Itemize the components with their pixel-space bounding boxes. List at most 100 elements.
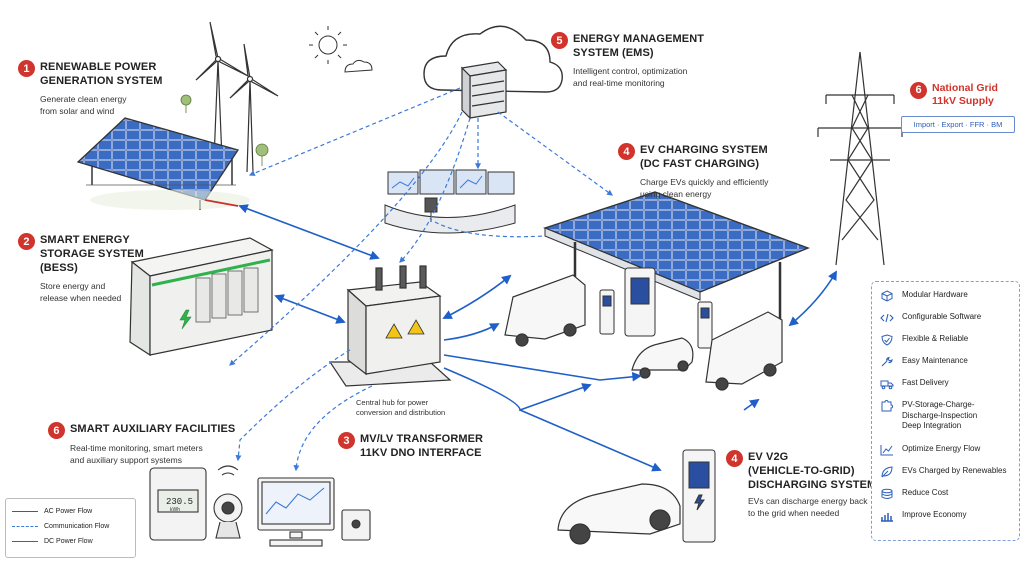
transformer-icon (328, 265, 452, 387)
section-transformer: 3 MV/LV TRANSFORMER 11kV DNO INTERFACE (338, 432, 483, 460)
server-icon (460, 61, 508, 120)
section-title: EV CHARGING SYSTEM (640, 144, 768, 156)
section-number-badge: 5 (551, 32, 568, 49)
hub-description: conversion and distribution (356, 408, 446, 417)
tree-icon (180, 94, 269, 166)
section-number-badge: 6 (48, 422, 65, 439)
feature-label: Configurable Software (902, 312, 982, 321)
feature-label: Flexible & Reliable (902, 334, 969, 343)
section-title: GENERATION SYSTEM (40, 75, 163, 87)
feature-item: Modular Hardware (880, 290, 1019, 302)
bar-chart-icon (881, 512, 893, 522)
cloud-icon (423, 25, 563, 93)
section-description: release when needed (40, 293, 122, 303)
section-description: using clean energy (640, 189, 712, 199)
control-desk-icon (384, 169, 516, 234)
legend-label: AC Power Flow (44, 508, 93, 515)
feature-label: Fast Delivery (902, 378, 949, 387)
feature-label: Reduce Cost (902, 487, 949, 497)
legend: AC Power Flow Communication Flow DC Powe… (5, 498, 136, 558)
feature-item: EVs Charged by Renewables (880, 466, 1019, 478)
legend-label: Communication Flow (44, 523, 110, 530)
feature-label: PV-Storage-Charge- (902, 400, 975, 409)
feature-item: Configurable Software (880, 312, 1019, 324)
feature-label: Improve Economy (902, 509, 967, 519)
smart-meter-icon (149, 467, 207, 541)
section-description: Real-time monitoring, smart meters (70, 443, 203, 453)
truck-icon (880, 380, 894, 390)
coins-icon (881, 488, 893, 499)
section-number-badge: 6 (910, 82, 927, 99)
section-auxiliary: 6 SMART AUXILIARY FACILITIES Real-time mo… (48, 422, 235, 466)
leaf-icon (881, 465, 893, 477)
legend-item-ac: AC Power Flow (12, 504, 135, 519)
section-title: (BESS) (40, 262, 78, 274)
ac-power-flows (238, 204, 837, 472)
feature-label: Optimize Energy Flow (902, 443, 981, 453)
feature-item: Fast Delivery (880, 378, 1019, 390)
meter-reading: 230.5 (166, 497, 193, 507)
section-description: EVs can discharge energy back (748, 496, 868, 506)
section-title: DISCHARGING SYSTEM (748, 479, 877, 491)
router-icon (341, 509, 371, 541)
wind-turbine-icon (195, 21, 279, 173)
code-icon (880, 313, 894, 323)
cube-icon (881, 290, 893, 302)
section-title: 11kV DNO INTERFACE (360, 447, 482, 459)
meter-unit: kWh (170, 507, 180, 513)
legend-item-comm: Communication Flow (12, 519, 135, 534)
puzzle-icon (881, 400, 894, 412)
section-title: SYSTEM (EMS) (573, 47, 654, 59)
car-icon (631, 337, 694, 379)
section-number-badge: 4 (726, 450, 743, 467)
feature-item: Reduce Cost (880, 488, 1019, 500)
section-v2g: 4 EV V2G (VEHICLE-TO-GRID) DISCHARGING SYST… (726, 450, 876, 519)
grid-services-tag: Import · Export · FFR · BM (901, 116, 1015, 133)
power-pylon-icon (817, 51, 903, 266)
small-cloud-icon (344, 59, 373, 73)
battery-storage-container (129, 237, 274, 357)
section-title: National Grid (932, 82, 998, 94)
section-number-badge: 3 (338, 432, 355, 449)
feature-item: Easy Maintenance (880, 356, 1019, 368)
legend-item-dc: DC Power Flow (12, 534, 135, 549)
section-description: and real-time monitoring (573, 78, 665, 88)
feature-item: Improve Economy (880, 510, 1019, 522)
dc-power-line (204, 199, 239, 207)
legend-label: DC Power Flow (44, 538, 93, 545)
solar-panel-array (76, 117, 250, 210)
v2g-charger-icon (682, 449, 716, 543)
sun-icon (309, 26, 347, 64)
feature-item: Optimize Energy Flow (880, 444, 1019, 456)
section-description: Generate clean energy (40, 94, 127, 104)
section-description: from solar and wind (40, 106, 115, 116)
shield-icon (881, 334, 893, 346)
section-title: (DC FAST CHARGING) (640, 158, 760, 170)
section-description: Intelligent control, optimization (573, 66, 688, 76)
section-title: STORAGE SYSTEM (40, 248, 144, 260)
legend-line-solid-red (12, 541, 38, 542)
feature-label: Discharge-Inspection (902, 410, 978, 420)
section-title: SMART AUXILIARY FACILITIES (70, 423, 236, 435)
wrench-icon (881, 356, 893, 367)
hub-description: Central hub for power (356, 398, 429, 407)
section-renewable: 1 RENEWABLE POWER GENERATION SYSTEM Genera… (18, 60, 163, 117)
section-title: ENERGY MANAGEMENT (573, 33, 705, 45)
section-title: (VEHICLE-TO-GRID) (748, 465, 855, 477)
section-title: MV/LV TRANSFORMER (360, 433, 484, 445)
ev-charger-icon (599, 267, 713, 349)
section-description: to the grid when needed (748, 508, 840, 518)
section-number-badge: 1 (18, 60, 35, 77)
section-title: EV V2G (748, 451, 789, 463)
section-title: RENEWABLE POWER (40, 61, 157, 73)
communication-flows (229, 87, 613, 472)
camera-icon (213, 465, 243, 539)
legend-line-solid-blue (12, 511, 38, 512)
chart-line-icon (880, 444, 893, 455)
feature-label: Modular Hardware (902, 290, 968, 299)
section-description: and auxiliary support systems (70, 455, 182, 465)
